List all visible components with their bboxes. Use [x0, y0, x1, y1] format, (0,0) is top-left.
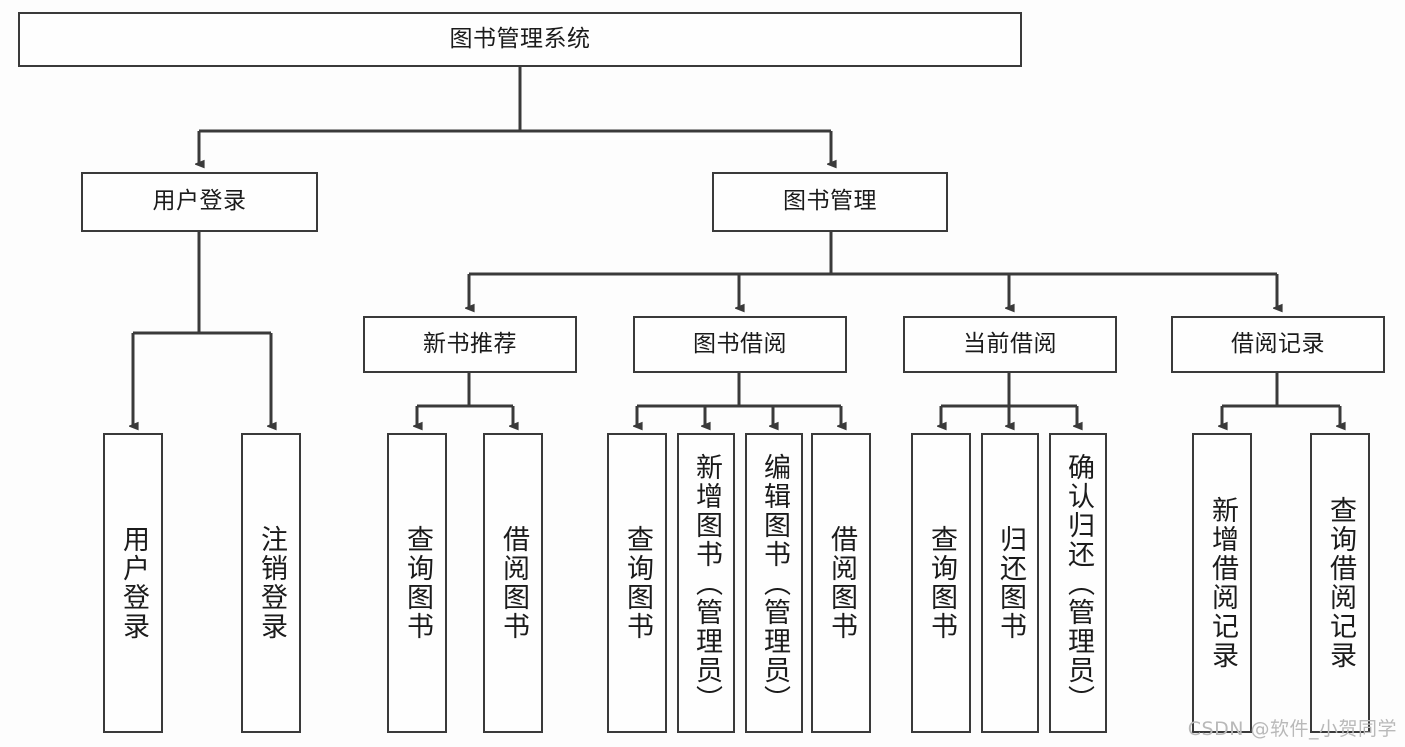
leaf-confirm-return-admin[interactable]: 确认归还（管理员） — [1049, 433, 1107, 733]
node-label: 图书管理 — [783, 188, 877, 215]
node-label: 新增图书（管理员） — [690, 452, 722, 714]
node-label: 新书推荐 — [423, 330, 517, 357]
node-label: 查询图书 — [621, 525, 653, 641]
node-label: 注销登录 — [255, 525, 287, 641]
node-root-system[interactable]: 图书管理系统 — [18, 12, 1022, 67]
node-label: 查询借阅记录 — [1324, 496, 1356, 670]
node-label: 用户登录 — [152, 188, 247, 215]
node-label: 用户登录 — [117, 525, 149, 641]
node-label: 借阅图书 — [825, 525, 857, 641]
watermark-text: CSDN @软件_小贺同学 — [1187, 718, 1397, 740]
node-label: 编辑图书（管理员） — [758, 452, 790, 714]
node-label: 查询图书 — [925, 525, 957, 641]
node-user-login[interactable]: 用户登录 — [81, 172, 318, 232]
node-label: 查询图书 — [401, 525, 433, 641]
leaf-user-login[interactable]: 用户登录 — [103, 433, 163, 733]
node-label: 借阅记录 — [1231, 330, 1325, 357]
leaf-logout[interactable]: 注销登录 — [241, 433, 301, 733]
node-book-management[interactable]: 图书管理 — [712, 172, 948, 232]
node-label: 归还图书 — [994, 525, 1026, 641]
node-current-borrow[interactable]: 当前借阅 — [903, 316, 1117, 373]
node-label: 新增借阅记录 — [1206, 496, 1238, 670]
node-label: 确认归还（管理员） — [1062, 452, 1094, 714]
node-new-book-recommend[interactable]: 新书推荐 — [363, 316, 577, 373]
node-label: 图书管理系统 — [449, 25, 591, 52]
node-book-borrow[interactable]: 图书借阅 — [633, 316, 847, 373]
leaf-query-book-current[interactable]: 查询图书 — [911, 433, 971, 733]
node-label: 当前借阅 — [963, 330, 1057, 357]
node-borrow-record[interactable]: 借阅记录 — [1171, 316, 1385, 373]
leaf-borrow-book-recommend[interactable]: 借阅图书 — [483, 433, 543, 733]
node-label: 借阅图书 — [497, 525, 529, 641]
leaf-query-book-borrow[interactable]: 查询图书 — [607, 433, 667, 733]
leaf-borrow-book[interactable]: 借阅图书 — [811, 433, 871, 733]
leaf-query-book-recommend[interactable]: 查询图书 — [387, 433, 447, 733]
leaf-return-book[interactable]: 归还图书 — [981, 433, 1039, 733]
leaf-edit-book-admin[interactable]: 编辑图书（管理员） — [745, 433, 803, 733]
leaf-add-borrow-record[interactable]: 新增借阅记录 — [1192, 433, 1252, 733]
node-label: 图书借阅 — [693, 330, 787, 357]
leaf-query-borrow-record[interactable]: 查询借阅记录 — [1310, 433, 1370, 733]
leaf-add-book-admin[interactable]: 新增图书（管理员） — [677, 433, 735, 733]
